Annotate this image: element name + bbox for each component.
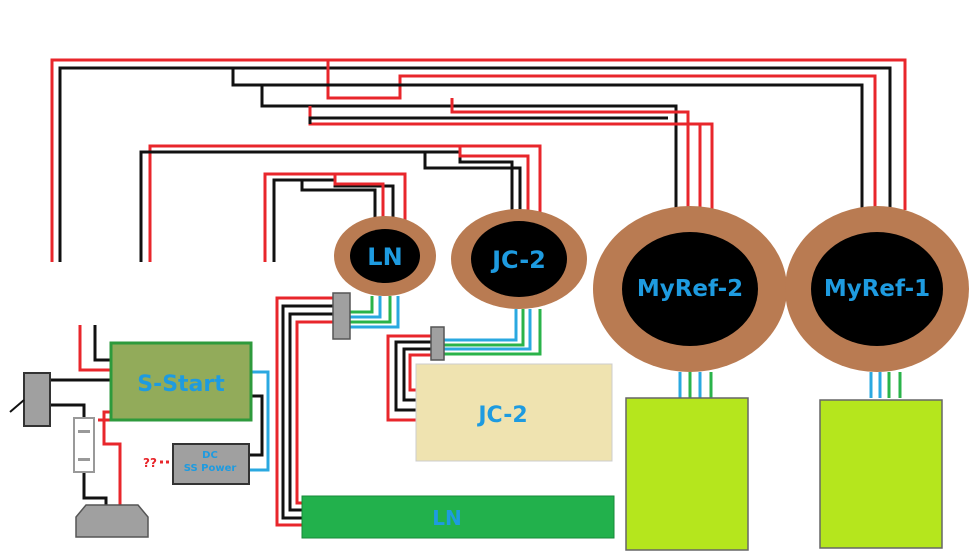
wire-blue-ln-2 (350, 296, 400, 329)
wire-red-jc2-board-2 (408, 353, 432, 392)
jc2-board-label: JC-2 (476, 403, 527, 428)
mains-outlet (75, 504, 149, 538)
sstart-label: S-Start (137, 372, 225, 397)
wire-red-myref1-inner (326, 60, 877, 210)
wire-red-myref2-b (308, 106, 702, 210)
wire-black-sstart-dc (249, 394, 264, 457)
toroid-jc2-label: JC-2 (490, 246, 546, 274)
jc2-board: JC-2 (415, 363, 613, 462)
toroid-myref2-label: MyRef-2 (637, 276, 743, 302)
fuse-holder (73, 417, 95, 473)
wire-blue-ln-1 (350, 296, 382, 319)
ln-board: LN (301, 495, 615, 539)
wire-black-ln-board-1 (281, 304, 333, 520)
wire-red-sstart-top (78, 325, 112, 372)
power-plug (9, 372, 51, 427)
wire-blue-jc2-2 (444, 309, 532, 351)
wire-red-jc2-board (386, 334, 432, 422)
ln-board-label: LN (432, 506, 461, 530)
toroid-ln: LN (334, 216, 436, 296)
myref2-board (625, 397, 749, 551)
wire-blue-sstart-dc (249, 370, 270, 472)
toroid-myref2: MyRef-2 (593, 206, 787, 372)
sstart-module: S-Start (109, 341, 253, 422)
connector-ln (332, 292, 351, 340)
wire-black-jc2-toroid-b (423, 152, 522, 212)
wire-green-jc2-1 (444, 309, 525, 347)
wire-green-jc2-2 (444, 309, 542, 356)
wire-red-jc2-toroid (148, 144, 542, 262)
wire-red-myref2-c (700, 122, 714, 210)
wire-black-myref2-b (308, 116, 668, 124)
wire-red-ln-board (275, 296, 333, 527)
wire-black-jc2-board-2 (402, 347, 432, 402)
toroid-myref1: MyRef-1 (785, 206, 969, 372)
wire-black-myref1-inner (231, 68, 864, 210)
dc-label-line2: SS Power (184, 463, 237, 474)
myref1-board (819, 399, 943, 549)
ln-board-feed-wires (275, 296, 333, 527)
toroid-myref1-label: MyRef-1 (824, 276, 930, 302)
wire-black-ln-toroid-b (300, 180, 377, 222)
wire-red-ln-toroid-b (333, 174, 385, 222)
left-side-wires (50, 325, 270, 505)
unknown-marker: ?? (143, 456, 157, 470)
wire-red-myref2-a (450, 98, 690, 210)
wire-black-myref2 (260, 85, 678, 210)
wire-black-sstart-top (93, 325, 112, 362)
dc-ss-power-module: DC SS Power (172, 443, 250, 485)
wire-green-ln-2 (350, 296, 392, 324)
wire-red-jc2-toroid-b (458, 146, 530, 212)
toroid-output-wires (350, 296, 902, 398)
wire-black-myref1 (58, 66, 892, 262)
main-harness-wires (50, 58, 907, 262)
jc2-board-feed-wires (386, 334, 432, 422)
toroid-ln-label: LN (367, 243, 402, 271)
wire-black-ln-board-2 (288, 312, 333, 512)
wire-black-plug-fuse (50, 403, 86, 420)
wire-red-ln-board-2 (295, 320, 333, 505)
toroid-jc2: JC-2 (451, 209, 587, 309)
wire-black-fuse-outlet (82, 472, 108, 505)
wire-green-ln-1 (350, 296, 374, 314)
connector-jc2 (430, 326, 445, 361)
dc-label-line1: DC (202, 450, 218, 461)
wire-blue-jc2-1 (444, 309, 518, 342)
wire-black-jc2-board-1 (394, 340, 432, 412)
wire-red-myref1-outer (50, 58, 907, 262)
wire-red-outlet (102, 410, 122, 505)
